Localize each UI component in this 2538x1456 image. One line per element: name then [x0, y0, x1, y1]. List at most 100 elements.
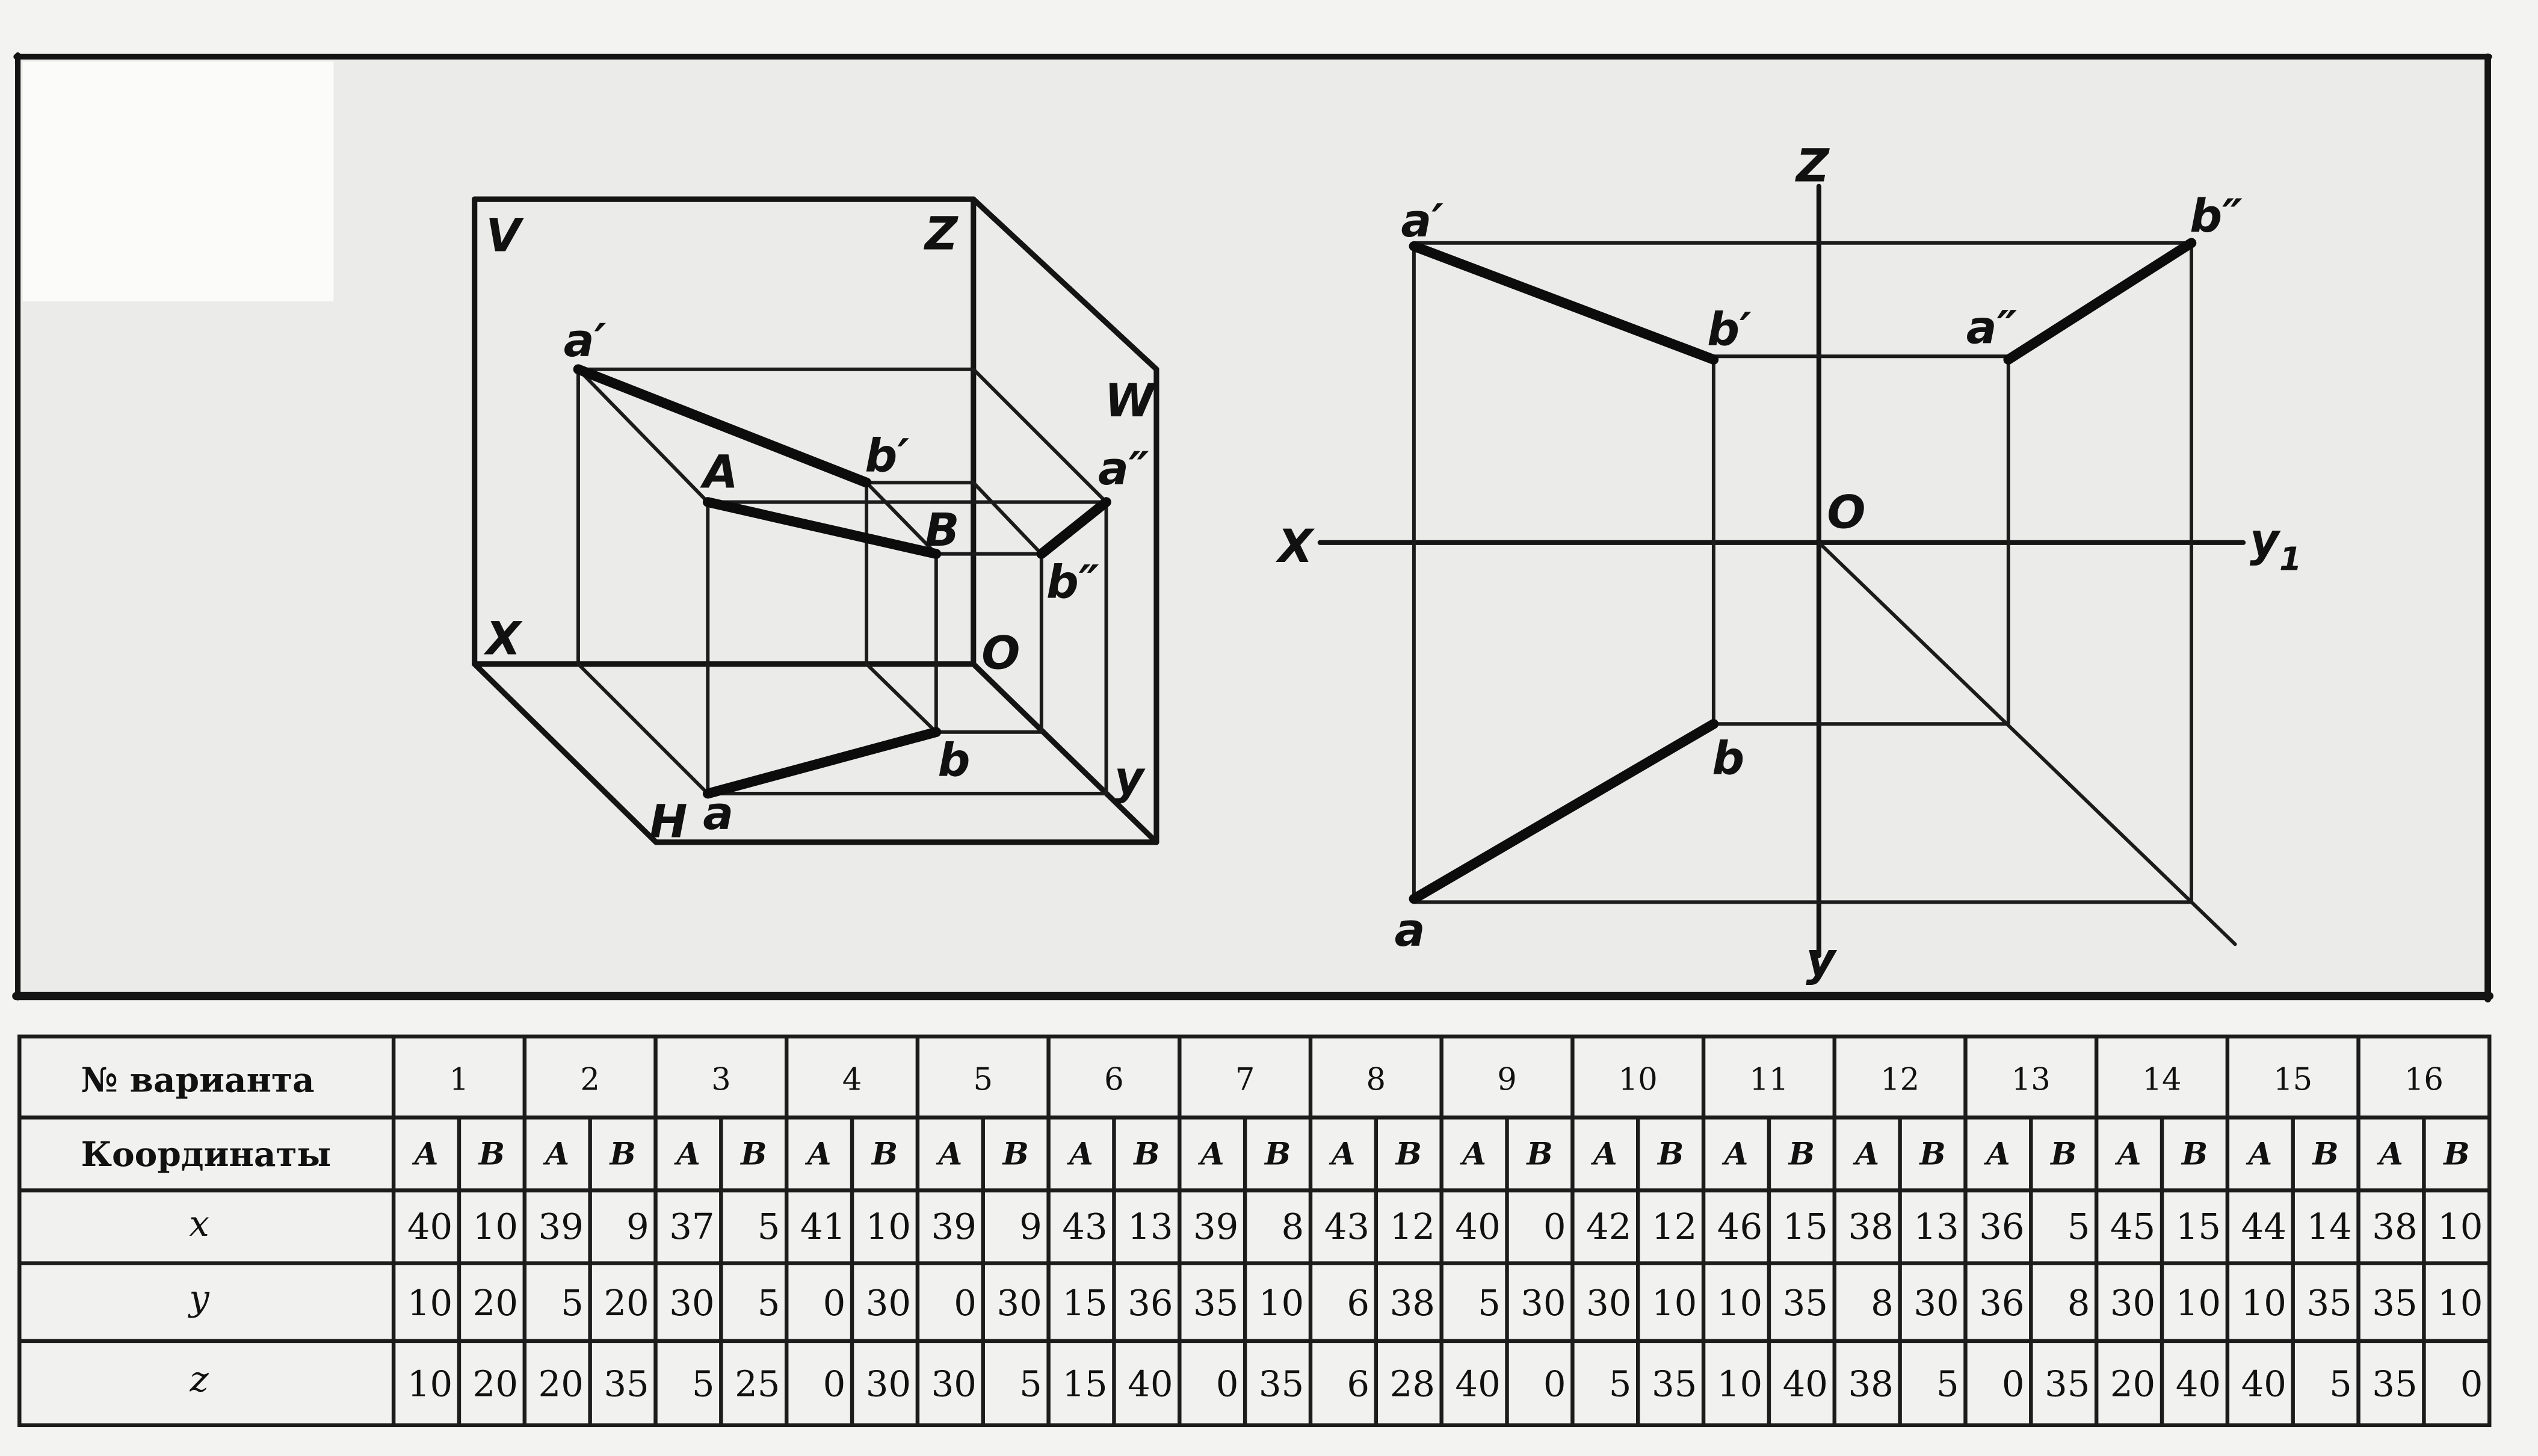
label-origin: O — [1827, 486, 1865, 539]
coordinate-value: 35 — [2045, 1363, 2090, 1404]
coordinate-value: 30 — [931, 1363, 977, 1404]
coordinate-value: 35 — [1193, 1282, 1238, 1324]
segment-AB — [702, 497, 942, 559]
label-b-front: b′ — [1707, 303, 1752, 356]
point-label: A — [543, 1136, 569, 1172]
label-b-top: b — [938, 733, 971, 786]
coordinate-value: 0 — [823, 1282, 846, 1324]
point-label: B — [1656, 1136, 1684, 1172]
label-axis-z: Z — [1795, 140, 1830, 193]
table-background — [19, 1036, 2490, 1425]
table-row-label-y: y — [187, 1277, 210, 1319]
label-b-top: b — [1712, 732, 1744, 785]
coordinate-value: 10 — [1652, 1282, 1697, 1324]
point-label: A — [1067, 1136, 1093, 1172]
point-label: A — [1853, 1136, 1879, 1172]
coordinate-value: 10 — [2241, 1282, 2286, 1324]
label-axis-x: X — [1276, 520, 1315, 573]
point-label: B — [608, 1136, 635, 1172]
link-x-to-a-top — [576, 662, 710, 795]
coordinate-value: 30 — [996, 1282, 1042, 1324]
label-axis-y: y — [1114, 751, 1146, 804]
variant-number: 10 — [1619, 1063, 1658, 1098]
coordinate-value: 43 — [1324, 1206, 1369, 1247]
coordinate-value: 0 — [2002, 1363, 2025, 1404]
link-a-front-to-A — [576, 367, 710, 504]
label-b-profile: b″ — [2190, 190, 2243, 242]
coordinate-value: 43 — [1062, 1206, 1107, 1247]
point-label: A — [674, 1136, 700, 1172]
coordinate-value: 39 — [1193, 1206, 1238, 1247]
h-plane-left-edge — [472, 661, 659, 845]
point-label: A — [1984, 1136, 2010, 1172]
coordinates-table: № варианта Координаты x y z 1A401010B102… — [17, 1034, 2492, 1428]
coordinate-value: 20 — [539, 1363, 584, 1404]
variant-number: 16 — [2404, 1063, 2444, 1098]
point-label: B — [2442, 1136, 2469, 1172]
variant-number: 4 — [842, 1063, 862, 1098]
coordinate-value: 30 — [669, 1282, 714, 1324]
label-axis-y1: y1 — [2250, 513, 2302, 578]
coordinate-value: 30 — [866, 1363, 911, 1404]
point-label: A — [1591, 1136, 1617, 1172]
coordinate-value: 36 — [1979, 1206, 2024, 1247]
variant-number: 13 — [2012, 1063, 2051, 1098]
coordinate-value: 46 — [1717, 1206, 1762, 1247]
label-axis-y1-subscript: 1 — [2279, 540, 2302, 578]
coordinate-value: 6 — [1347, 1363, 1369, 1404]
label-A: A — [700, 445, 738, 498]
coordinate-value: 40 — [1455, 1363, 1500, 1404]
variant-number: 2 — [580, 1063, 600, 1098]
coordinate-value: 36 — [1128, 1282, 1173, 1324]
variant-number: 12 — [1880, 1063, 1919, 1098]
point-label: A — [1329, 1136, 1356, 1172]
coordinate-value: 40 — [1128, 1363, 1173, 1404]
variant-number: 5 — [973, 1063, 993, 1098]
label-a-front: a′ — [564, 314, 607, 367]
coordinate-value: 20 — [2110, 1363, 2155, 1404]
coordinate-value: 10 — [473, 1206, 518, 1247]
segment-top-projection — [702, 727, 942, 799]
link-x-to-b-top — [865, 662, 938, 734]
point-label: B — [1788, 1136, 1815, 1172]
coordinate-value: 30 — [1586, 1282, 1631, 1324]
coordinate-value: 38 — [1848, 1206, 1894, 1247]
coordinate-value: 5 — [758, 1206, 780, 1247]
label-axis-y1-letter: y — [2250, 513, 2281, 566]
coordinate-value: 5 — [2329, 1363, 2352, 1404]
coordinate-value: 42 — [1586, 1206, 1631, 1247]
coordinate-value: 5 — [758, 1282, 780, 1324]
point-label: A — [1198, 1136, 1224, 1172]
coordinate-value: 30 — [1913, 1282, 1959, 1324]
coordinate-value: 10 — [1717, 1282, 1762, 1324]
segment-front-projection — [1409, 241, 1719, 365]
label-a-profile: a″ — [1966, 301, 2018, 354]
label-b-front: b′ — [865, 429, 909, 482]
point-label: B — [1264, 1136, 1291, 1172]
coordinate-value: 13 — [1913, 1206, 1959, 1247]
segment-profile-projection — [2003, 238, 2197, 365]
label-plane-h: H — [649, 795, 687, 848]
coordinate-value: 38 — [1390, 1282, 1435, 1324]
point-label: A — [936, 1136, 962, 1172]
point-label: B — [1395, 1136, 1422, 1172]
coordinate-value: 30 — [1521, 1282, 1566, 1324]
label-axis-y: y — [1806, 933, 1837, 986]
coordinate-value: 10 — [1717, 1363, 1762, 1404]
paper-light-patch — [22, 61, 334, 301]
coordinate-value: 10 — [866, 1206, 911, 1247]
coordinate-value: 44 — [2241, 1206, 2286, 1247]
coordinate-value: 0 — [2460, 1363, 2483, 1404]
coordinate-value: 8 — [1282, 1206, 1305, 1247]
table-header-coordinates: Координаты — [81, 1135, 332, 1174]
point-label: B — [2049, 1136, 2076, 1172]
coordinate-value: 10 — [2176, 1282, 2221, 1324]
coordinate-value: 15 — [2176, 1206, 2221, 1247]
variant-number: 11 — [1749, 1063, 1788, 1098]
label-a-top: a — [703, 787, 733, 840]
coordinate-value: 5 — [1936, 1363, 1959, 1404]
drawing-area-background — [17, 57, 2488, 996]
coordinate-value: 10 — [2438, 1206, 2483, 1247]
link-z-to-a-profile — [971, 367, 1108, 504]
label-plane-v: V — [486, 209, 525, 262]
